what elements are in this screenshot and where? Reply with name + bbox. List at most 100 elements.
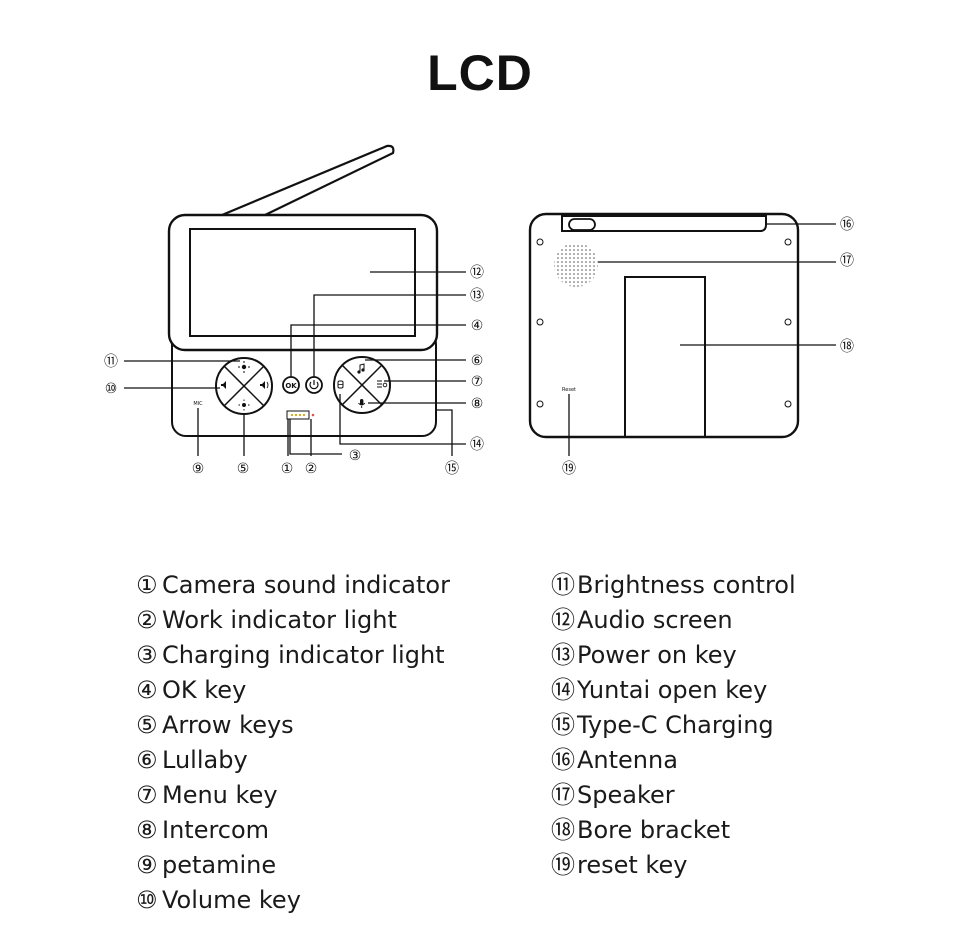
legend-text: Power on key xyxy=(577,641,737,669)
legend-text: Type-C Charging xyxy=(577,711,774,739)
legend-text: petamine xyxy=(162,851,277,879)
legend-number: ③ xyxy=(136,641,158,669)
callout-2: ② xyxy=(305,461,318,477)
legend-text: Volume key xyxy=(162,886,301,914)
legend-number: ⑫ xyxy=(551,606,575,634)
legend-text: Arrow keys xyxy=(162,711,294,739)
legend-item: ⑱Bore bracket xyxy=(551,813,796,848)
legend-number: ② xyxy=(136,606,158,634)
legend-item: ⑯Antenna xyxy=(551,743,796,778)
back-view xyxy=(528,212,800,439)
legend-number: ⑮ xyxy=(551,711,575,739)
legend-text: Yuntai open key xyxy=(577,676,768,704)
volume-down-icon xyxy=(221,381,226,389)
legend-number: ⑧ xyxy=(136,816,158,844)
front-view xyxy=(167,144,439,437)
legend-number: ⑥ xyxy=(136,746,158,774)
legend-number: ⑨ xyxy=(136,851,158,879)
legend-text: Menu key xyxy=(162,781,278,809)
legend-item: ⑪Brightness control xyxy=(551,568,796,603)
antenna-front xyxy=(221,144,395,217)
legend-text: Lullaby xyxy=(162,746,248,774)
indicator-lights xyxy=(290,413,315,417)
callout-7: ⑦ xyxy=(471,374,484,390)
legend-number: ① xyxy=(136,571,158,599)
callout-11: ⑪ xyxy=(104,354,118,370)
legend-text: Camera sound indicator xyxy=(162,571,450,599)
legend-number: ⑩ xyxy=(136,886,158,914)
callout-8: ⑧ xyxy=(471,396,484,412)
indicator-strip xyxy=(286,410,310,420)
legend-text: Brightness control xyxy=(577,571,796,599)
callout-10: ⑩ xyxy=(105,381,118,397)
ok-label: OK xyxy=(285,382,297,390)
volume-up-icon xyxy=(260,381,269,389)
legend-number: ⑯ xyxy=(551,746,575,774)
legend-number: ⑬ xyxy=(551,641,575,669)
callout-15: ⑮ xyxy=(445,461,459,477)
legend-number: ⑭ xyxy=(551,676,575,704)
front-bezel xyxy=(167,213,439,352)
callout-9: ⑨ xyxy=(192,461,205,477)
antenna-back xyxy=(561,215,767,232)
legend-item: ⑫Audio screen xyxy=(551,603,796,638)
callout-numbers: ⑪ ⑩ ⑨ ⑤ ① ② ③ ⑫ ⑬ ④ ⑥ ⑦ ⑧ ⑭ ⑮ ⑯ ⑰ ⑱ ⑲ xyxy=(104,217,854,477)
legend-text: Antenna xyxy=(577,746,678,774)
speaker-grille xyxy=(554,243,598,287)
legend-text: Intercom xyxy=(162,816,270,844)
callout-1: ① xyxy=(281,461,294,477)
callout-19: ⑲ xyxy=(562,461,576,477)
right-dpad xyxy=(333,356,391,414)
legend-text: Work indicator light xyxy=(162,606,397,634)
brightness-icon xyxy=(238,361,250,373)
legend-item: ⑭Yuntai open key xyxy=(551,673,796,708)
legend-item: ⑲reset key xyxy=(551,848,796,883)
power-icon xyxy=(309,380,319,390)
audio-screen xyxy=(189,228,416,337)
callout-5: ⑤ xyxy=(237,461,250,477)
callout-13: ⑬ xyxy=(470,288,484,304)
brightness-low-icon xyxy=(238,399,250,411)
callout-14: ⑭ xyxy=(470,437,484,453)
legend-number: ⑪ xyxy=(551,571,575,599)
legend-text: Speaker xyxy=(577,781,675,809)
legend-text: Audio screen xyxy=(577,606,733,634)
legend-number: ⑤ xyxy=(136,711,158,739)
camera-pan-icon xyxy=(337,380,344,389)
legend-text: Bore bracket xyxy=(577,816,731,844)
callout-3: ③ xyxy=(349,448,362,464)
callout-17: ⑰ xyxy=(840,253,854,269)
legend-number: ⑲ xyxy=(551,851,575,879)
callout-16: ⑯ xyxy=(840,217,854,233)
device-diagram: OK MIC Reset xyxy=(104,144,854,477)
legend-text: reset key xyxy=(577,851,688,879)
callout-12: ⑫ xyxy=(470,265,484,281)
callout-6: ⑥ xyxy=(471,353,484,369)
leader-lines xyxy=(124,223,836,456)
music-note-icon xyxy=(357,363,365,374)
callout-4: ④ xyxy=(471,318,484,334)
legend-number: ⑰ xyxy=(551,781,575,809)
callout-18: ⑱ xyxy=(840,339,854,355)
legend-number: ⑦ xyxy=(136,781,158,809)
reset-label: Reset xyxy=(562,387,576,393)
legend-number: ⑱ xyxy=(551,816,575,844)
legend-text: OK key xyxy=(162,676,247,704)
page-title: LCD xyxy=(427,45,533,101)
bore-bracket xyxy=(624,276,706,438)
legend-item: ⑮Type-C Charging xyxy=(551,708,796,743)
legend-item: ⑰Speaker xyxy=(551,778,796,813)
legend-number: ④ xyxy=(136,676,158,704)
legend-item: ⑬Power on key xyxy=(551,638,796,673)
microphone-icon xyxy=(358,399,366,408)
